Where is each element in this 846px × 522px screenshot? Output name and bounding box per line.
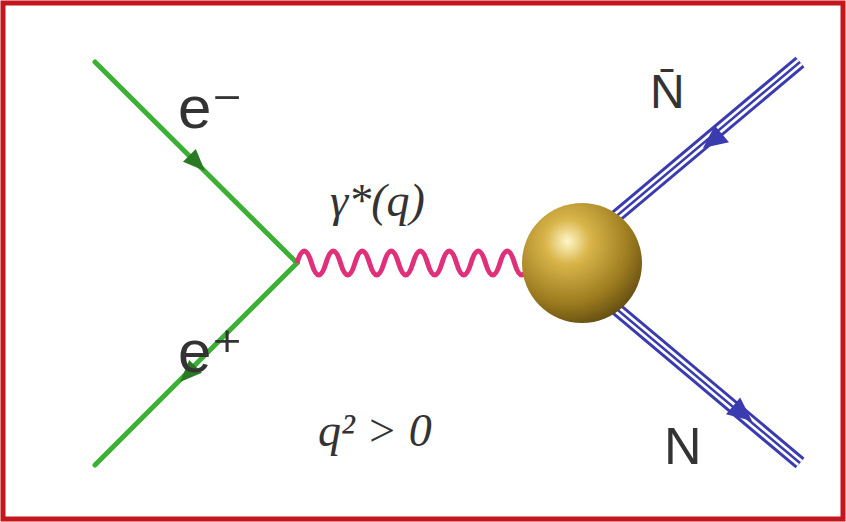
kinematics-label: q² > 0 [318,408,432,454]
particle-label: e⁻ [178,78,243,138]
photon-line [297,251,529,275]
antinucleon-arrow [703,126,729,149]
particle-label: N̄ [650,68,685,116]
positron-line [95,263,297,465]
particle-label: e⁺ [178,322,243,382]
frame-border [3,3,843,519]
electron-arrow [183,149,205,171]
particle-label: N [664,420,702,472]
vertex-blob [522,203,642,323]
nucleon-arrow [726,398,752,422]
electron-line [95,62,297,263]
photon-label: γ*(q) [330,178,425,224]
